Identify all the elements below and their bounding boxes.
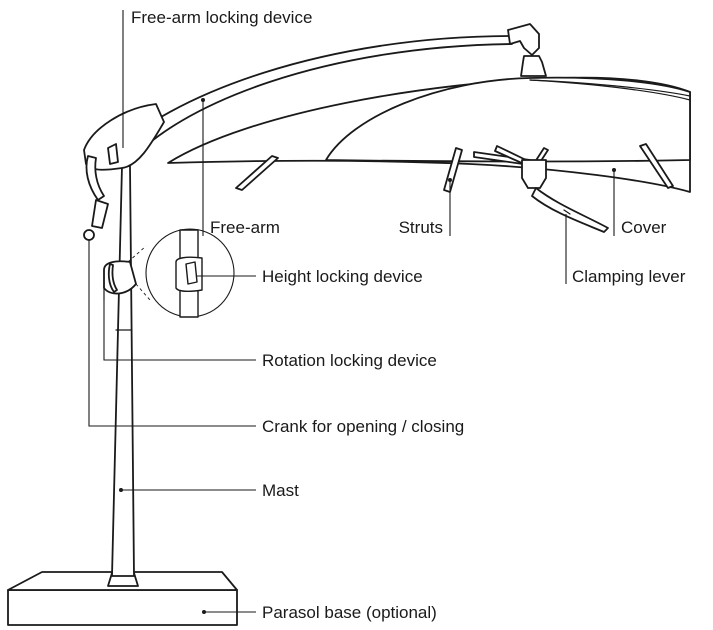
- clamping-lever: [521, 159, 609, 233]
- canopy: [167, 76, 691, 193]
- anchor-dots: [119, 98, 616, 614]
- label-cover: Cover: [621, 218, 667, 237]
- label-rotation-locking-device: Rotation locking device: [262, 351, 437, 370]
- label-parasol-base: Parasol base (optional): [262, 603, 437, 622]
- free-arm: [103, 23, 547, 167]
- label-height-locking-device: Height locking device: [262, 267, 423, 286]
- leader-lines: [88, 10, 615, 613]
- free-arm-locking-device: [83, 103, 165, 171]
- label-struts: Struts: [399, 218, 443, 237]
- crank: [83, 155, 109, 241]
- parasol-base: [7, 571, 238, 626]
- label-clamping-lever: Clamping lever: [572, 267, 686, 286]
- struts: [235, 143, 674, 193]
- label-mast: Mast: [262, 481, 299, 500]
- label-free-arm: Free-arm: [210, 218, 280, 237]
- height-locking-detail: [127, 228, 235, 318]
- mast: [111, 165, 135, 577]
- label-free-arm-locking-device: Free-arm locking device: [131, 8, 312, 27]
- label-crank: Crank for opening / closing: [262, 417, 464, 436]
